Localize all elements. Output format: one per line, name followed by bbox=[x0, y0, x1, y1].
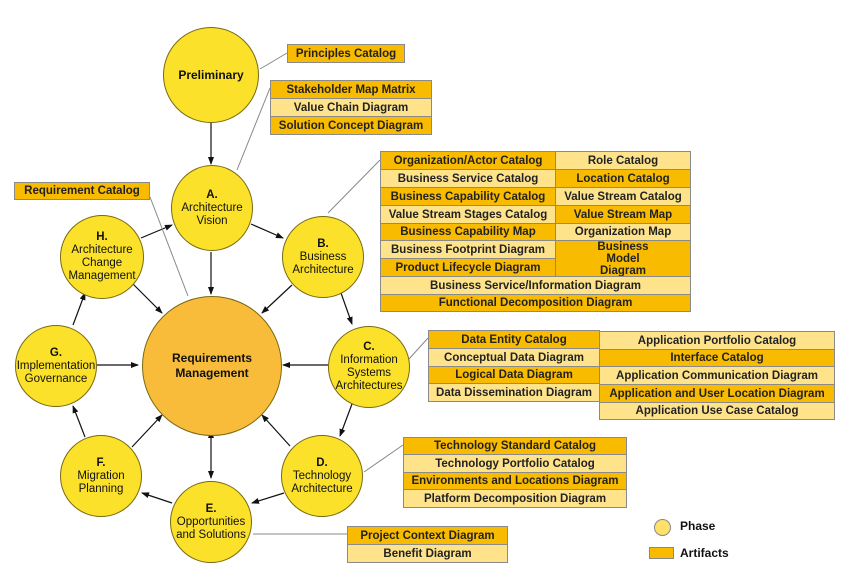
artifact-functional-decomposition-diagram: Functional Decomposition Diagram bbox=[380, 294, 691, 312]
link-d-artifacts bbox=[363, 444, 404, 473]
arrow-f-rm bbox=[131, 414, 163, 448]
artifact-technology-standard-catalog: Technology Standard Catalog bbox=[403, 437, 627, 455]
phase-d-technology-architecture: D. Technology Architecture bbox=[281, 435, 363, 517]
legend-phase-swatch bbox=[654, 519, 671, 536]
artifact-product-lifecycle-diagram: Product Lifecycle Diagram bbox=[380, 258, 556, 277]
artifact-interface-catalog: Interface Catalog bbox=[599, 349, 835, 367]
artifact-business-service-catalog: Business Service Catalog bbox=[380, 169, 556, 188]
arrow-f-g bbox=[72, 405, 86, 438]
link-requirement-catalog bbox=[149, 196, 189, 297]
artifact-organization-actor-catalog: Organization/Actor Catalog bbox=[380, 151, 556, 170]
link-a-artifacts bbox=[236, 87, 271, 171]
arrow-h-a bbox=[140, 224, 173, 239]
phase-preliminary: Preliminary bbox=[163, 27, 259, 123]
artifact-data-dissemination-diagram: Data Dissemination Diagram bbox=[428, 383, 600, 402]
artifact-stakeholder-map-matrix: Stakeholder Map Matrix bbox=[270, 80, 432, 99]
arrow-e-f bbox=[141, 492, 173, 504]
artifact-value-stream-stages-catalog: Value Stream Stages Catalog bbox=[380, 205, 556, 224]
artifact-value-stream-catalog: Value Stream Catalog bbox=[555, 187, 691, 206]
phase-preliminary-label: Preliminary bbox=[178, 67, 244, 82]
phase-f-migration-planning: F. Migration Planning bbox=[60, 435, 142, 517]
artifact-location-catalog: Location Catalog bbox=[555, 169, 691, 188]
artifact-principles-catalog: Principles Catalog bbox=[287, 44, 405, 63]
arrow-h-rm bbox=[132, 283, 163, 314]
artifact-data-entity-catalog: Data Entity Catalog bbox=[428, 330, 600, 349]
legend-phase-label: Phase bbox=[680, 519, 716, 533]
artifact-conceptual-data-diagram: Conceptual Data Diagram bbox=[428, 348, 600, 367]
legend-artifacts-swatch bbox=[649, 547, 674, 559]
requirements-management: Requirements Management bbox=[142, 296, 282, 436]
phase-a-architecture-vision: A. Architecture Vision bbox=[171, 165, 253, 251]
artifact-application-user-location-diagram: Application and User Location Diagram bbox=[599, 384, 835, 403]
phase-e-opportunities-solutions: E. Opportunities and Solutions bbox=[170, 481, 252, 563]
artifact-business-model-diagram: Business Model Diagram bbox=[555, 240, 691, 277]
phase-b-business-architecture: B. Business Architecture bbox=[282, 216, 364, 298]
artifact-value-chain-diagram: Value Chain Diagram bbox=[270, 98, 432, 117]
artifact-solution-concept-diagram: Solution Concept Diagram bbox=[270, 116, 432, 135]
phase-h-architecture-change-management: H. Architecture Change Management bbox=[60, 215, 144, 299]
artifact-technology-portfolio-catalog: Technology Portfolio Catalog bbox=[403, 454, 627, 473]
arrow-b-rm bbox=[261, 284, 293, 314]
artifact-platform-decomposition-diagram: Platform Decomposition Diagram bbox=[403, 489, 627, 508]
phase-c-information-systems: C. Information Systems Architectures bbox=[328, 326, 410, 408]
artifact-business-service-information-diagram: Business Service/Information Diagram bbox=[380, 276, 691, 295]
arrow-g-h bbox=[72, 292, 86, 326]
link-c-artifacts bbox=[408, 337, 429, 360]
arrow-a-b bbox=[250, 223, 284, 239]
arrow-d-e bbox=[251, 492, 285, 504]
arrow-d-rm bbox=[261, 414, 291, 447]
artifact-application-communication-diagram: Application Communication Diagram bbox=[599, 366, 835, 385]
artifact-application-use-case-catalog: Application Use Case Catalog bbox=[599, 402, 835, 420]
legend-artifacts-label: Artifacts bbox=[680, 546, 729, 560]
link-b-artifacts bbox=[327, 159, 381, 214]
artifact-logical-data-diagram: Logical Data Diagram bbox=[428, 366, 600, 384]
artifact-requirement-catalog: Requirement Catalog bbox=[14, 182, 150, 200]
artifact-project-context-diagram: Project Context Diagram bbox=[347, 526, 508, 545]
artifact-business-footprint-diagram: Business Footprint Diagram bbox=[380, 240, 556, 259]
phase-g-implementation-governance: G. Implementation Governance bbox=[15, 325, 97, 407]
artifact-benefit-diagram: Benefit Diagram bbox=[347, 544, 508, 563]
artifact-value-stream-map: Value Stream Map bbox=[555, 205, 691, 224]
arrow-b-c bbox=[340, 292, 353, 325]
artifact-role-catalog: Role Catalog bbox=[555, 151, 691, 170]
artifact-organization-map: Organization Map bbox=[555, 223, 691, 241]
link-preliminary-artifacts bbox=[259, 52, 288, 70]
artifact-application-portfolio-catalog: Application Portfolio Catalog bbox=[599, 331, 835, 350]
artifact-business-capability-map: Business Capability Map bbox=[380, 223, 556, 241]
artifact-environments-locations-diagram: Environments and Locations Diagram bbox=[403, 472, 627, 490]
arrow-c-d bbox=[339, 403, 353, 437]
artifact-business-capability-catalog: Business Capability Catalog bbox=[380, 187, 556, 206]
